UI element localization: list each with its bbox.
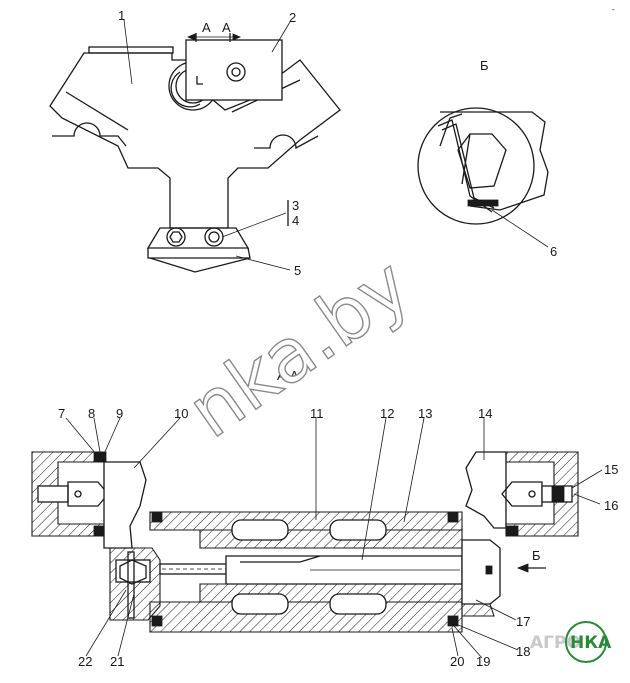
section-label-a-left: А [202,20,211,35]
callout-9: 9 [116,406,123,421]
callout-11: 11 [310,406,324,421]
callout-13: 13 [418,406,432,421]
blade-tip [149,257,251,273]
fork-hex-icon [119,559,147,585]
left-cutout [52,122,127,147]
section-a-a: А-А [31,368,603,659]
shaft-step [240,555,321,563]
view-b-hex-edge [461,133,471,185]
tube-bottom-wall [149,601,463,633]
bracket-bolt [226,62,246,82]
groove-4 [329,593,387,615]
view-b-edge [439,113,463,147]
seal-15 [551,485,565,503]
section-label-a-right: А [222,20,231,35]
left-arm-line [65,91,129,131]
right-hub [461,539,501,605]
right-housing [505,451,579,537]
view-b-arrow-label: Б [532,548,541,563]
view-b-arrow-icon [516,563,529,573]
bracket-mark [196,76,203,85]
logo-ring [565,621,607,663]
top-plate [88,46,174,54]
view-b: Б - [417,5,615,248]
callout-5: 5 [294,263,301,278]
callout-2: 2 [289,10,296,25]
callout-18: 18 [516,644,530,659]
callout-19: 19 [476,654,490,669]
callout-4: 4 [292,213,299,228]
right-plunger-tip [501,481,543,507]
agro-nka-logo: АГРО НКА [530,621,612,663]
logo-left-text: АГРО [530,633,581,653]
fork-pin [127,551,135,619]
callout-21: 21 [110,654,124,669]
seal-tube-left-bottom [151,615,163,627]
callout-10: 10 [174,406,188,421]
section-title: А-А [277,368,299,383]
callout-15: 15 [604,462,618,477]
seal-20 [447,615,459,627]
callout-7: 7 [58,406,65,421]
bracket-bolt-inner [231,67,241,77]
callouts: 1 2 3 4 5 6 7 8 9 10 11 12 13 14 15 16 1… [58,8,618,669]
callout-12: 12 [380,406,394,421]
view-b-circle [417,107,535,225]
seal-right-bottom [505,525,519,537]
tube-top-wall [149,511,463,531]
right-cutout [254,134,319,150]
callout-16: 16 [604,498,618,513]
left-arm [103,461,147,549]
view-b-clip-end [467,199,499,207]
callout-6: 6 [550,244,557,259]
blade-top [147,247,251,259]
callout-14: 14 [478,406,492,421]
hub-pin [485,565,493,575]
view-b-label: Б [480,58,489,73]
seal-tube-right-top [447,511,459,523]
view-b-frame [440,111,549,211]
callout-22: 22 [78,654,92,669]
callout-20: 20 [450,654,464,669]
seal-tube-left-top [151,511,163,523]
top-assembly: А А [49,19,341,273]
groove-3 [231,593,289,615]
hub-lower [461,603,495,617]
logo-right-text: НКА [570,633,612,653]
callout-3: 3 [292,198,299,213]
corner-mark: - [612,5,615,14]
section-arrow-left-icon [186,33,196,41]
callout-8: 8 [88,406,95,421]
callout-17: 17 [516,614,530,629]
bolt-3-icon [166,227,186,247]
bracket [185,39,283,101]
groove-1 [231,519,289,541]
bolt-4-icon [204,227,224,247]
mounting-plate [146,227,250,249]
callout-1: 1 [118,8,125,23]
left-plunger-tip [67,481,109,507]
left-plunger [37,485,69,503]
right-arm [465,451,507,529]
roller-arc [170,71,201,108]
section-arrow-right-icon [232,33,242,41]
groove-2 [329,519,387,541]
